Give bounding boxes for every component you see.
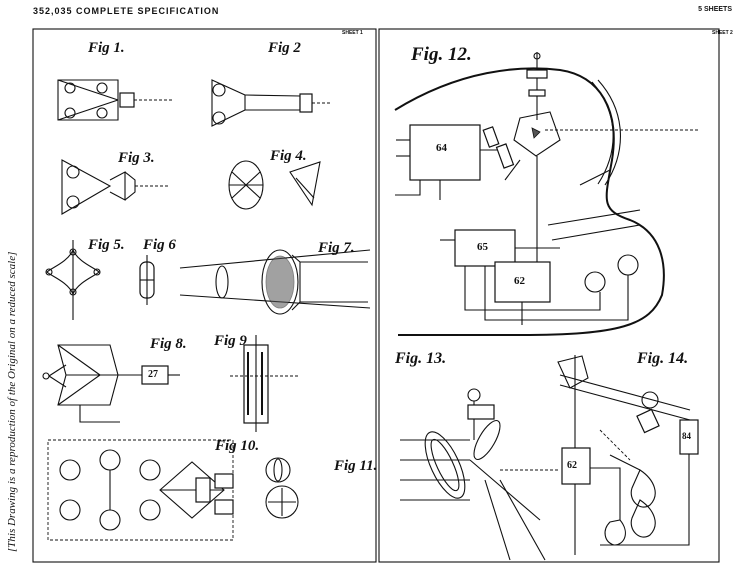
fig1-label: Fig 1. <box>88 40 125 56</box>
fig10-label: Fig 10. <box>215 438 260 454</box>
sheet-label-left: SHEET 1 <box>342 30 363 36</box>
fig9-drawing <box>230 335 300 432</box>
box-27-label: 27 <box>148 369 158 380</box>
page-header-left: 352,035 COMPLETE SPECIFICATION <box>33 6 220 16</box>
fig4-label: Fig 4. <box>270 148 307 164</box>
fig5-drawing <box>45 240 101 320</box>
fig6-drawing <box>139 255 155 305</box>
fig6-label: Fig 6 <box>143 237 176 253</box>
box-84-label: 84 <box>682 431 691 441</box>
fig9-label: Fig 9 <box>214 333 247 349</box>
fig5-label: Fig 5. <box>88 237 125 253</box>
box-62-label: 62 <box>514 275 525 287</box>
fig12-drawing <box>394 52 700 336</box>
fig13-drawing <box>400 388 560 561</box>
box-64-label: 64 <box>436 142 447 154</box>
fig8-drawing <box>42 344 180 423</box>
fig8-label: Fig 8. <box>150 336 187 352</box>
fig11-drawing <box>265 457 299 519</box>
fig2-drawing <box>211 79 330 127</box>
sheet-frame-left <box>32 28 377 563</box>
fig3-drawing <box>61 159 170 215</box>
box-65-label: 65 <box>477 241 488 253</box>
fig7-label: Fig 7. <box>318 240 355 256</box>
fig1-drawing <box>57 79 172 121</box>
fig13-label: Fig. 13. <box>395 350 447 367</box>
sheet-frame-right <box>378 28 720 563</box>
page-header-right: 5 SHEETS <box>698 6 732 13</box>
fig14-label: Fig. 14. <box>637 350 689 367</box>
box-62b-label: 62 <box>567 460 577 471</box>
fig10-drawing <box>47 439 234 541</box>
fig4-drawing <box>228 160 321 210</box>
fig11-label: Fig 11. <box>334 458 378 474</box>
fig3-label: Fig 3. <box>118 150 155 166</box>
fig14-drawing <box>557 355 699 555</box>
fig7-drawing <box>179 249 371 315</box>
fig12-label: Fig. 12. <box>411 44 472 65</box>
sheet-label-right: SHEET 2 <box>712 30 733 36</box>
fig2-label: Fig 2 <box>268 40 301 56</box>
